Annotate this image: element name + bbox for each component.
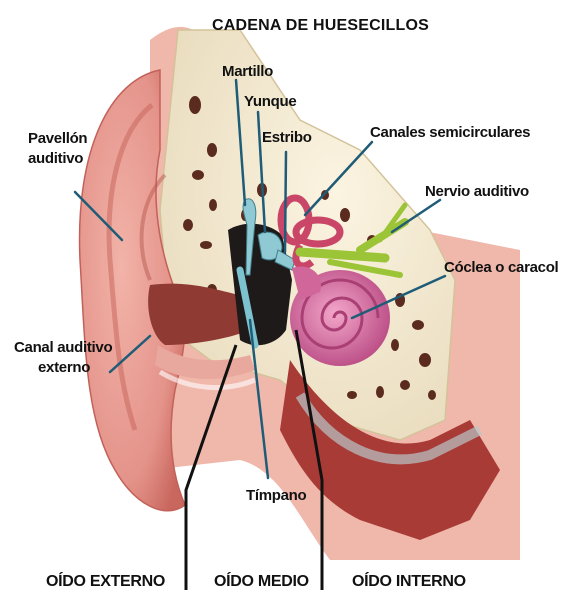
label-nervio: Nervio auditivo <box>425 183 529 200</box>
label-timpano: Tímpano <box>246 487 307 504</box>
label-canal-line2: externo <box>38 359 90 376</box>
section-oido-medio: OÍDO MEDIO <box>214 571 309 590</box>
label-canales: Canales semicirculares <box>370 124 530 141</box>
label-yunque: Yunque <box>244 93 296 110</box>
label-coclea: Cóclea o caracol <box>444 259 559 276</box>
label-canal-line1: Canal auditivo <box>14 339 112 356</box>
label-estribo: Estribo <box>262 129 312 146</box>
label-pabellon-line1: Pavellón <box>28 130 87 147</box>
section-oido-externo: OÍDO EXTERNO <box>46 571 165 590</box>
label-pabellon-line2: auditivo <box>28 150 83 167</box>
diagram-title: CADENA DE HUESECILLOS <box>212 17 429 34</box>
section-oido-interno: OÍDO INTERNO <box>352 571 466 590</box>
pointer-estribo <box>285 152 286 252</box>
label-martillo: Martillo <box>222 63 273 80</box>
